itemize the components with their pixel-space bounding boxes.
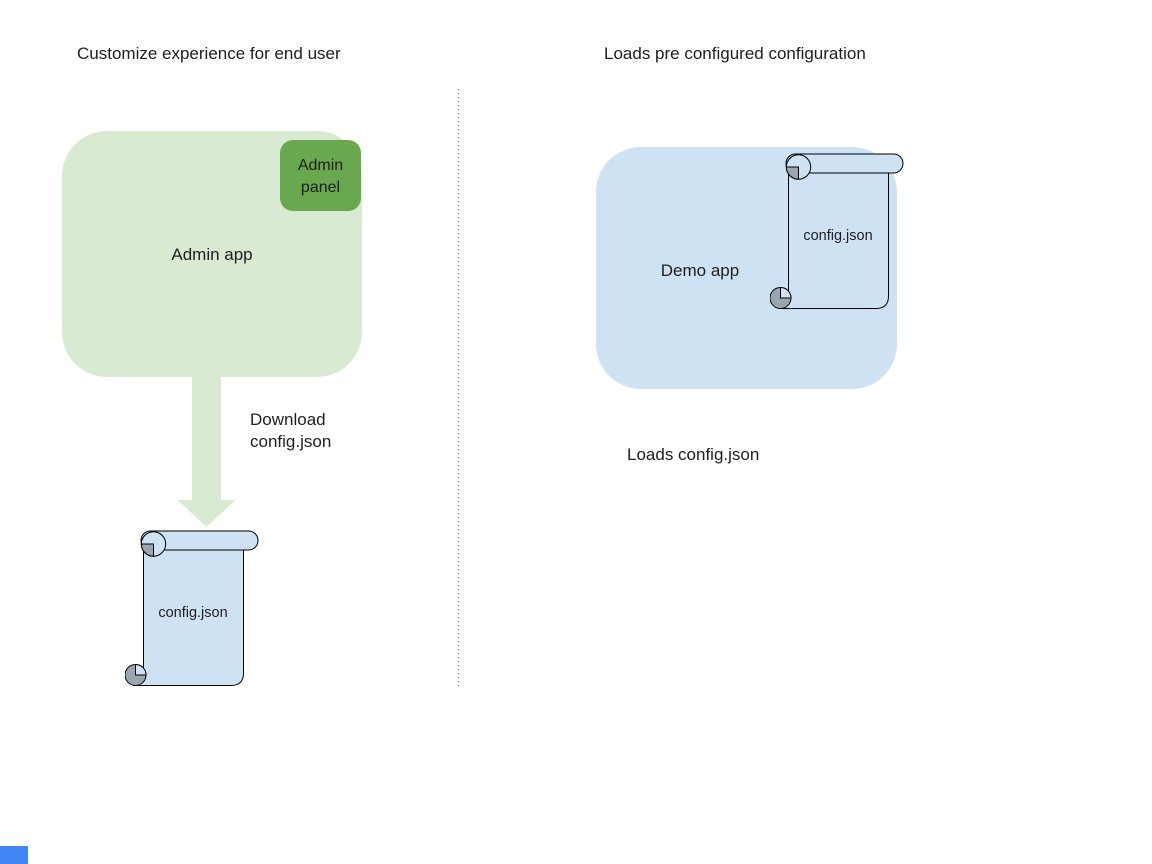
scroll-body [132, 539, 244, 686]
scroll-top-curl-shading [785, 166, 799, 180]
scroll-top-roll [140, 530, 259, 551]
demo-app-label: Demo app [660, 261, 740, 280]
left-section-title: Customize experience for end user [77, 44, 341, 63]
download-caption: Download config.json [250, 410, 332, 451]
scroll-top-roll [785, 153, 904, 174]
config-file-label: config.json [803, 228, 872, 244]
corner-marker [0, 846, 28, 864]
admin-panel-box: Admin panel [280, 140, 361, 211]
download-arrow [177, 376, 236, 527]
admin-panel-label: Admin panel [297, 157, 344, 196]
config-file-scroll-right: config.json [770, 153, 904, 309]
scroll-body [777, 162, 889, 309]
section-divider [458, 89, 459, 687]
scroll-bottom-curl-face [135, 663, 147, 676]
scroll-top-curl-shading [140, 543, 154, 557]
loads-config-caption: Loads config.json [627, 445, 760, 464]
right-section-title: Loads pre configured configuration [604, 44, 866, 63]
config-file-label: config.json [158, 605, 227, 621]
config-file-scroll-left: config.json [125, 530, 259, 686]
scroll-bottom-curl-face [780, 286, 792, 299]
download-arrow-shape [177, 376, 236, 527]
admin-app-label: Admin app [171, 245, 253, 264]
